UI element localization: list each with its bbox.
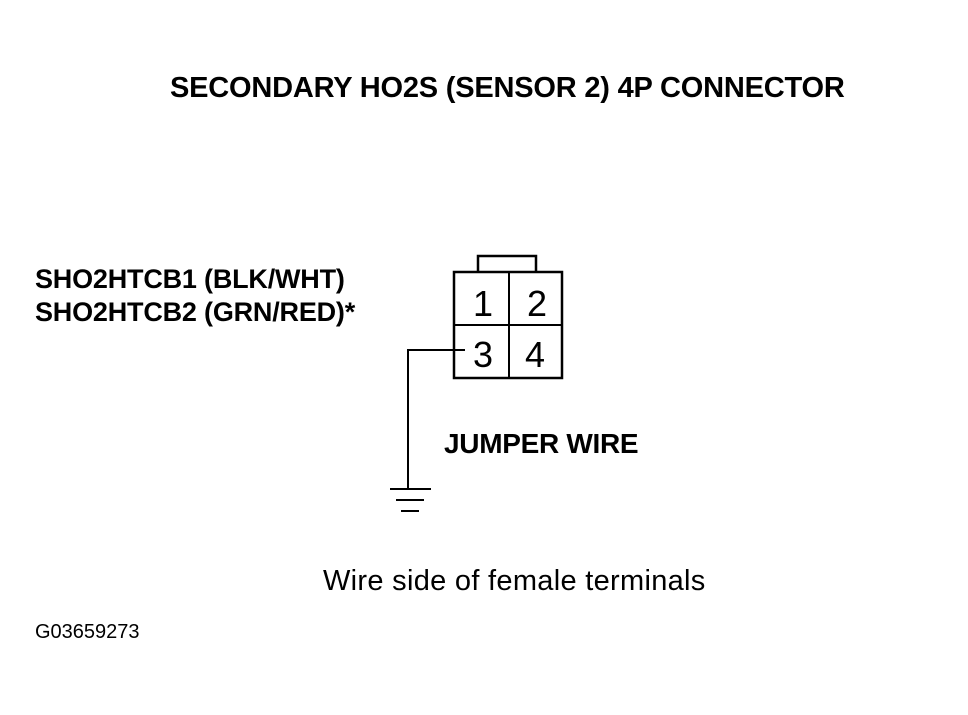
- diagram-caption: Wire side of female terminals: [323, 565, 706, 597]
- connector-latch: [476, 254, 538, 272]
- diagram-title: SECONDARY HO2S (SENSOR 2) 4P CONNECTOR: [170, 72, 845, 104]
- pin-2-label: 2: [527, 283, 547, 324]
- wire-label-sho2htcb2: SHO2HTCB2 (GRN/RED)*: [35, 297, 356, 327]
- jumper-wire-line: [407, 349, 465, 489]
- pin-3-label: 3: [473, 334, 493, 375]
- pin-1-label: 1: [473, 283, 493, 324]
- wire-label-sho2htcb1: SHO2HTCB1 (BLK/WHT): [35, 264, 345, 294]
- figure-id: G03659273: [35, 621, 140, 643]
- wire-labels: SHO2HTCB1 (BLK/WHT) SHO2HTCB2 (GRN/RED)*: [35, 266, 355, 332]
- ground-icon: [390, 488, 431, 512]
- pin-4-label: 4: [525, 334, 545, 375]
- jumper-wire-label: JUMPER WIRE: [444, 428, 639, 459]
